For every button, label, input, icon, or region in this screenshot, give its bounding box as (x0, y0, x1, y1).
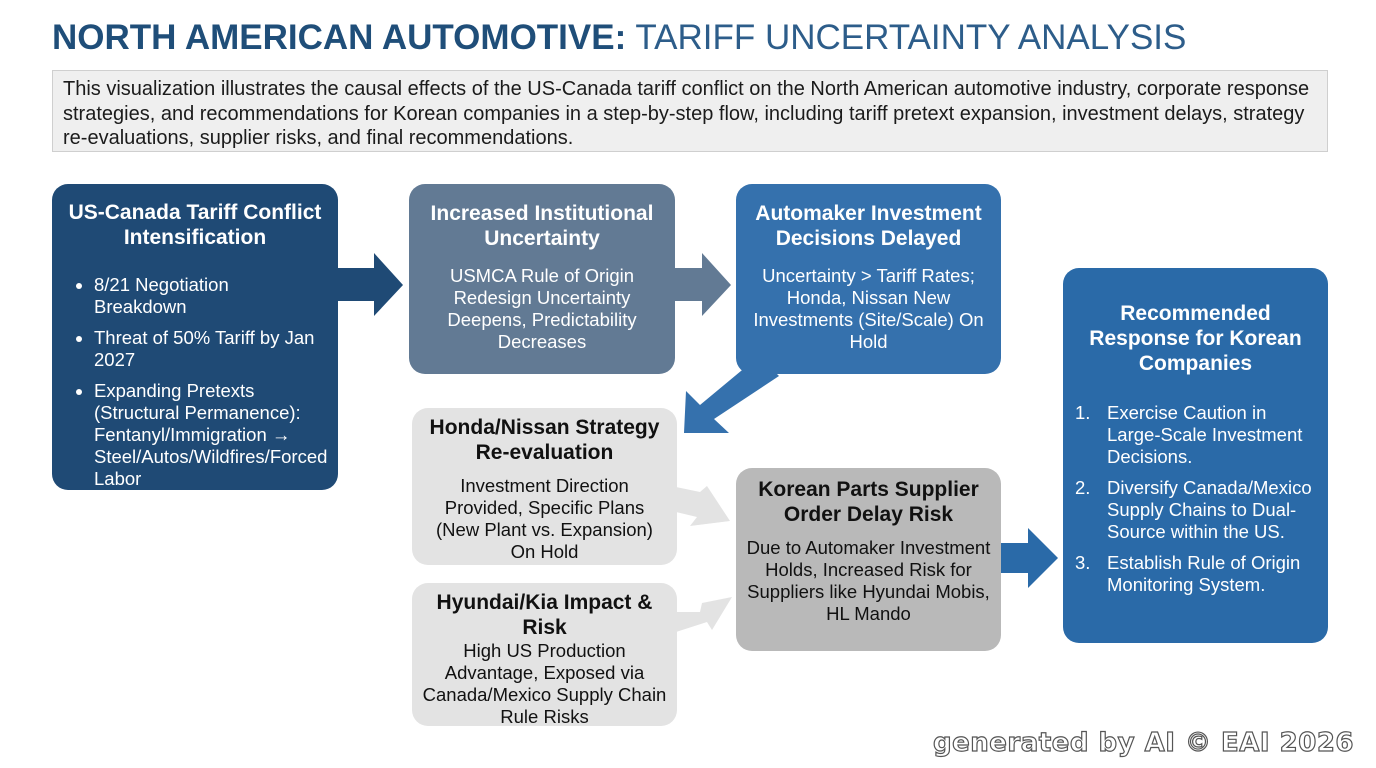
arrow-uncertainty-to-delayed (675, 253, 731, 316)
arrow-delayed-to-honda (684, 356, 779, 433)
box-tariff-conflict-title: US-Canada Tariff Conflict Intensificatio… (68, 201, 322, 249)
box-institutional-uncertainty: Increased Institutional Uncertainty USMC… (409, 184, 675, 374)
box-recommendations-list: 1. Exercise Caution in Large-Scale Inves… (1075, 402, 1316, 596)
box-investment-delayed-title: Automaker Investment Decisions Delayed (755, 202, 982, 250)
list-item-number: 1. (1075, 402, 1091, 423)
list-item-number: 2. (1075, 477, 1091, 498)
list-item: 8/21 Negotiation Breakdown (94, 274, 324, 318)
list-item-text: Establish Rule of Origin Monitoring Syst… (1107, 552, 1301, 595)
box-honda-nissan: Honda/Nissan Strategy Re-evaluation Inve… (412, 408, 677, 565)
box-honda-nissan-title: Honda/Nissan Strategy Re-evaluation (429, 416, 660, 464)
list-item-number: 3. (1075, 552, 1091, 573)
box-institutional-uncertainty-title: Increased Institutional Uncertainty (430, 202, 654, 250)
box-recommendations-title: Recommended Response for Korean Companie… (1089, 302, 1302, 375)
list-item: 3. Establish Rule of Origin Monitoring S… (1075, 552, 1316, 596)
page-title: NORTH AMERICAN AUTOMOTIVE: TARIFF UNCERT… (52, 16, 1342, 60)
box-tariff-conflict: US-Canada Tariff Conflict Intensificatio… (52, 184, 338, 490)
box-investment-delayed: Automaker Investment Decisions Delayed U… (736, 184, 1001, 374)
title-light: TARIFF UNCERTAINTY ANALYSIS (635, 18, 1187, 57)
box-supplier-risk: Korean Parts Supplier Order Delay Risk D… (736, 468, 1001, 651)
arrow-hyundai-to-supplier (676, 597, 732, 632)
list-item: 2. Diversify Canada/Mexico Supply Chains… (1075, 477, 1316, 543)
box-institutional-uncertainty-body: USMCA Rule of Origin Redesign Uncertaint… (447, 265, 637, 352)
box-hyundai-kia-title: Hyundai/Kia Impact & Risk (436, 591, 653, 639)
box-hyundai-kia-body: High US Production Advantage, Exposed vi… (422, 640, 667, 727)
box-hyundai-kia: Hyundai/Kia Impact & Risk High US Produc… (412, 583, 677, 727)
box-supplier-risk-body: Due to Automaker Investment Holds, Incre… (746, 537, 991, 624)
list-item: Expanding Pretexts (Structural Permanenc… (94, 380, 327, 490)
box-recommendations: Recommended Response for Korean Companie… (1063, 268, 1328, 643)
title-bold: NORTH AMERICAN AUTOMOTIVE: (52, 18, 627, 57)
list-item-text: Diversify Canada/Mexico Supply Chains to… (1107, 477, 1312, 542)
arrow-conflict-to-uncertainty (338, 253, 403, 316)
box-honda-nissan-body: Investment Direction Provided, Specific … (436, 475, 653, 562)
box-supplier-risk-title: Korean Parts Supplier Order Delay Risk (758, 478, 979, 526)
list-item: Threat of 50% Tariff by Jan 2027 (94, 327, 324, 371)
intro-description: This visualization illustrates the causa… (52, 70, 1328, 152)
arrow-honda-to-supplier (676, 486, 730, 526)
list-item-text: Exercise Caution in Large-Scale Investme… (1107, 402, 1303, 467)
box-investment-delayed-body: Uncertainty > Tariff Rates; Honda, Nissa… (753, 265, 984, 352)
list-item: 1. Exercise Caution in Large-Scale Inves… (1075, 402, 1316, 468)
watermark: generated by AI © EAI 2026 (932, 727, 1354, 758)
arrow-supplier-to-recommend (1001, 528, 1058, 588)
box-tariff-conflict-list: 8/21 Negotiation Breakdown Threat of 50%… (66, 274, 327, 490)
